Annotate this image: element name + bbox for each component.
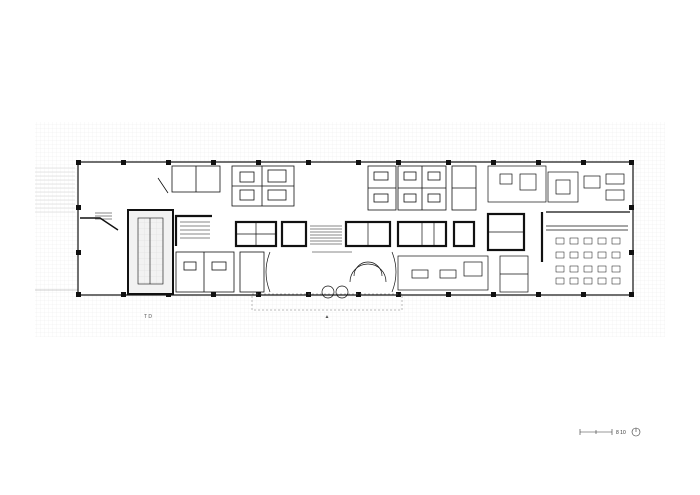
open-office-lower-right xyxy=(397,255,529,293)
left-markers: T D xyxy=(144,314,152,320)
offices-upper-center xyxy=(367,165,477,211)
entrance-canopy xyxy=(251,293,403,311)
scale-label: 8 10 xyxy=(616,430,626,436)
lounge-upper-right xyxy=(487,165,630,213)
atrium-core xyxy=(127,209,174,295)
scale-bar: 8 10 xyxy=(579,429,626,436)
left-wing xyxy=(80,177,169,231)
cafe-seating xyxy=(546,225,628,285)
structural-columns xyxy=(76,160,634,297)
entrance-lobby xyxy=(265,251,397,299)
north-arrow-icon xyxy=(631,427,641,437)
central-stair xyxy=(180,221,342,245)
offices-upper-left xyxy=(171,165,295,207)
entrance-marker: ▲ xyxy=(325,314,330,320)
rooms-lower-left xyxy=(175,251,265,293)
core-partitions xyxy=(236,222,524,246)
